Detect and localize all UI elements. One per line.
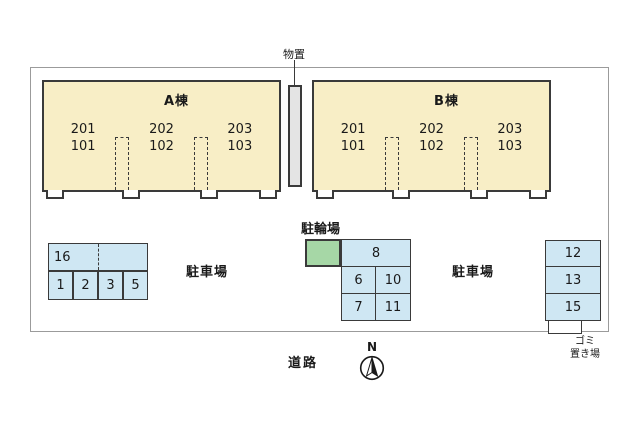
parking-space-5: 5 [123,271,148,300]
building-b: B棟 201 101 202 102 203 103 [312,80,551,199]
entrance-tab [259,190,277,199]
unit-number-upper: 202 [149,122,174,137]
parking-space-15: 15 [545,293,601,321]
parking-space-16: 16 [48,243,148,271]
garbage-area-label: ゴミ 置き場 [570,336,600,360]
parking-space-10: 10 [375,266,411,294]
entrance-tab [529,190,547,199]
parking-space-6: 6 [341,266,376,294]
compass-icon [359,355,385,381]
unit-a-202-102: 202 102 [122,122,200,156]
bike-parking-label: 駐輪場 [301,222,341,237]
entrance-tab [316,190,334,199]
parking-space-3: 3 [98,271,123,300]
entrance-tab [392,190,410,199]
unit-number-upper: 202 [419,122,444,137]
unit-number-lower: 102 [419,138,444,154]
entrance-tab [200,190,218,199]
storage-shed [288,85,302,187]
unit-number-upper: 201 [340,122,366,137]
entrance-tab [122,190,140,199]
unit-divider-dashed [385,137,399,190]
north-label: N [366,340,378,354]
entrance-tab [46,190,64,199]
unit-number-upper: 201 [70,122,96,137]
unit-divider-dashed [194,137,208,190]
unit-number-lower: 103 [497,138,523,154]
parking-space-7: 7 [341,293,376,321]
unit-a-203-103: 203 103 [201,122,279,156]
parking-space-11: 11 [375,293,411,321]
unit-divider-dashed [115,137,129,190]
building-b-units: 201 101 202 102 203 103 [314,122,549,156]
unit-a-201-101: 201 101 [44,122,122,156]
unit-b-203-103: 203 103 [471,122,549,156]
site-boundary [30,67,609,332]
building-b-name: B棟 [434,94,459,109]
parking-space-1: 1 [48,271,73,300]
parking-space-12: 12 [545,240,601,267]
unit-number-upper: 203 [227,122,253,137]
bike-parking-area [305,239,341,267]
parking-space-divider-dashed [98,244,99,270]
storage-leader-line [294,60,295,85]
unit-b-201-101: 201 101 [314,122,392,156]
building-a-units: 201 101 202 102 203 103 [44,122,279,156]
unit-number-lower: 101 [340,138,366,154]
unit-number-lower: 101 [70,138,96,154]
unit-b-202-102: 202 102 [392,122,470,156]
storage-label: 物置 [283,48,305,61]
unit-number-lower: 102 [149,138,174,154]
unit-divider-dashed [464,137,478,190]
garbage-area [548,320,582,334]
parking-lot-label-right: 駐車場 [452,265,495,280]
parking-space-2: 2 [73,271,98,300]
entrance-tab [470,190,488,199]
road-label: 道路 [288,356,319,371]
unit-number-upper: 203 [497,122,523,137]
building-a-name: A棟 [163,94,190,109]
parking-lot-label-left: 駐車場 [186,265,229,280]
building-a: A棟 201 101 202 102 203 103 [42,80,281,199]
parking-space-13: 13 [545,266,601,294]
parking-space-8: 8 [341,239,411,267]
unit-number-lower: 103 [227,138,253,154]
